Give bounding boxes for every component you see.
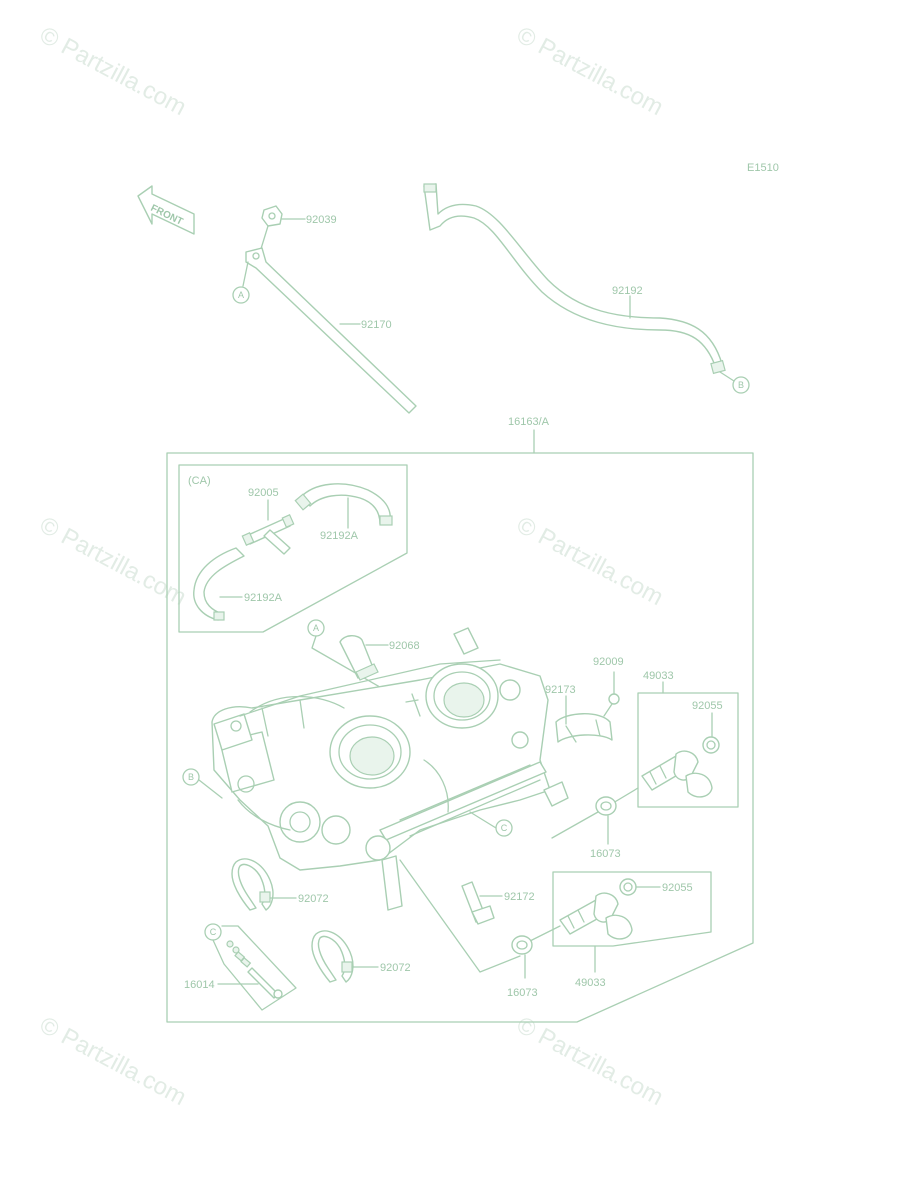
assembly-label: 16163/A [508, 416, 550, 428]
part-92055-oring-lower [619, 878, 637, 896]
part-92173-clamp [555, 713, 613, 743]
part-16014-screw-kit [226, 940, 283, 999]
ref-circle-a [232, 286, 250, 304]
part-92039-nut [261, 205, 283, 227]
diagram-code: E1510 [747, 162, 779, 174]
label-16073-1: 16073 [590, 848, 621, 860]
injector-subframe-upper [637, 692, 739, 808]
ref-circle-b-inner [182, 768, 200, 786]
assembly-frame [166, 452, 754, 1023]
ca-subframe [178, 464, 408, 633]
part-92192a-hose-upper [294, 483, 393, 526]
label-92039: 92039 [306, 214, 337, 226]
part-92172-pin [461, 881, 495, 925]
part-49033-injector-upper [641, 750, 713, 798]
label-92072-2: 92072 [380, 962, 411, 974]
part-92009-screw [603, 693, 620, 717]
part-16073-seal-lower [511, 935, 533, 955]
ref-letter-c: C [501, 823, 508, 833]
label-92005: 92005 [248, 487, 279, 499]
label-92192: 92192 [612, 285, 643, 297]
ca-label: (CA) [188, 475, 211, 487]
label-92072-1: 92072 [298, 893, 329, 905]
part-92072-clamp-lower [311, 930, 354, 983]
label-92009: 92009 [593, 656, 624, 668]
label-92173: 92173 [545, 684, 576, 696]
watermark: © Partzilla.com [512, 1011, 667, 1111]
label-16014: 16014 [184, 979, 215, 991]
ref-letter-b: B [738, 380, 744, 390]
label-92192a-2: 92192A [244, 592, 283, 604]
part-92072-clamp-upper [231, 858, 274, 911]
label-92068: 92068 [389, 640, 420, 652]
label-16073-2: 16073 [507, 987, 538, 999]
label-92055-2: 92055 [662, 882, 693, 894]
label-92172: 92172 [504, 891, 535, 903]
screw-subframe [212, 925, 297, 1011]
watermark: © Partzilla.com [35, 21, 190, 121]
label-92192a-1: 92192A [320, 530, 359, 542]
watermarks: © Partzilla.com © Partzilla.com © Partzi… [35, 21, 667, 1111]
watermark: © Partzilla.com [512, 511, 667, 611]
throttle-body-assembly [211, 627, 569, 911]
part-92005-tee [241, 514, 295, 555]
ref-circle-b [732, 376, 750, 394]
part-49033-injector-lower [559, 892, 633, 940]
label-49033-2: 49033 [575, 977, 606, 989]
ref-letter-b-inner: B [188, 772, 194, 782]
part-92192a-hose-lower [193, 547, 245, 621]
label-49033-1: 49033 [643, 670, 674, 682]
part-92055-oring-upper [702, 736, 720, 754]
part-16073-seal-upper [595, 796, 617, 816]
ref-letter-a-inner: A [313, 623, 319, 633]
injector-subframe-lower [552, 871, 712, 947]
watermark: © Partzilla.com [35, 1011, 190, 1111]
front-arrow-icon: FRONT [137, 185, 195, 235]
watermark: © Partzilla.com [512, 21, 667, 121]
part-92192-hose [423, 183, 726, 375]
ref-letter-c-lower: C [210, 927, 217, 937]
part-92068-cap [339, 635, 379, 681]
ref-letter-a: A [238, 290, 244, 300]
label-92170: 92170 [361, 319, 392, 331]
label-92055-1: 92055 [692, 700, 723, 712]
